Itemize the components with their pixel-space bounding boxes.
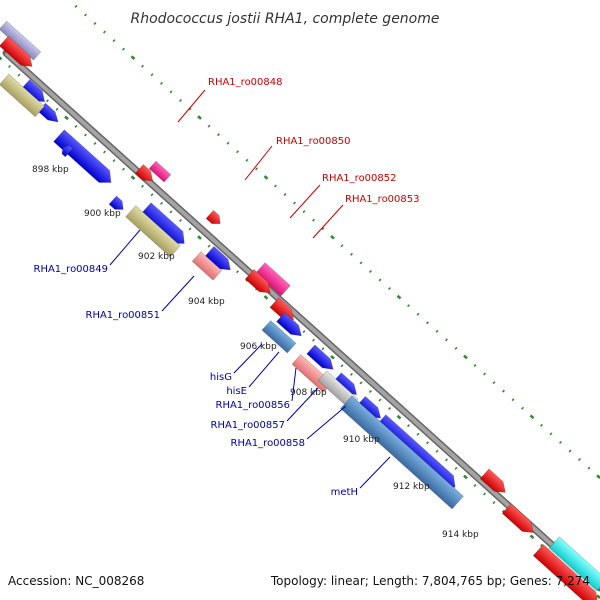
reverse-gene-label[interactable]: RHA1_ro00849	[34, 264, 109, 275]
label-leader-line	[289, 184, 321, 219]
reverse-gene-label[interactable]: RHA1_ro00857	[211, 420, 286, 431]
gene-ro00851-pink[interactable]	[191, 251, 223, 281]
gene-top-left-red[interactable]	[0, 35, 36, 71]
label-leader-line	[161, 275, 195, 312]
gene-top-left-lavender[interactable]	[0, 20, 42, 61]
label-leader-line	[306, 405, 347, 440]
gene-ro00853-red[interactable]	[244, 268, 275, 297]
reverse-gene-label[interactable]: metH	[331, 487, 358, 498]
gene-blue-g[interactable]	[276, 312, 306, 341]
gene-red-a[interactable]	[134, 164, 156, 186]
gene-red-c[interactable]	[479, 468, 510, 497]
gene-red-e[interactable]	[532, 544, 600, 600]
topology-text: Topology: linear; Length: 7,804,765 bp; …	[270, 574, 590, 588]
genome-backbone	[2, 49, 600, 592]
gene-blue-f[interactable]	[204, 245, 235, 274]
gene-labels: RHA1_ro00848RHA1_ro00850RHA1_ro00852RHA1…	[34, 77, 420, 498]
tick-label: 898 kbp	[32, 165, 69, 175]
tick-label: 912 kbp	[393, 482, 430, 492]
label-leader-line	[286, 387, 319, 422]
label-leader-line	[109, 229, 141, 266]
gene-blue-c[interactable]	[53, 129, 117, 189]
gene-olive-a[interactable]	[0, 73, 45, 118]
gene-blue-d[interactable]	[108, 195, 127, 214]
reverse-gene-label[interactable]: RHA1_ro00856	[216, 400, 291, 411]
dot-track-upper	[64, 0, 600, 479]
map-title: Rhodococcus jostii RHA1, complete genome	[130, 11, 439, 27]
gene-hisG-steel[interactable]	[261, 320, 297, 354]
label-leader-line	[312, 204, 344, 239]
tick-label: 900 kbp	[84, 209, 121, 219]
label-leader-line	[177, 89, 206, 123]
tick-label: 908 kbp	[290, 388, 327, 398]
reverse-gene-label[interactable]: RHA1_ro00858	[231, 438, 306, 449]
label-leader-line	[248, 351, 280, 388]
tick-label: 910 kbp	[343, 435, 380, 445]
forward-gene-label[interactable]: RHA1_ro00848	[208, 77, 283, 88]
accession-text: Accession: NC_008268	[8, 574, 144, 588]
gene-olive-b[interactable]	[125, 205, 181, 258]
forward-gene-label[interactable]: RHA1_ro00850	[276, 136, 351, 147]
gene-red-d[interactable]	[501, 503, 537, 538]
gene-features[interactable]	[0, 20, 600, 600]
reverse-gene-label[interactable]: RHA1_ro00851	[86, 310, 161, 321]
gene-ro00848-magenta[interactable]	[148, 160, 172, 183]
label-leader-line	[359, 456, 391, 489]
reverse-gene-label[interactable]: hisG	[210, 372, 232, 383]
gene-blue-small[interactable]	[59, 143, 74, 158]
gene-cyan[interactable]	[548, 536, 600, 592]
label-leader-line	[244, 145, 273, 181]
forward-gene-label[interactable]: RHA1_ro00852	[322, 173, 397, 184]
label-leader-line	[291, 367, 297, 402]
reverse-gene-label[interactable]: hisE	[226, 386, 247, 397]
tick-label: 902 kbp	[138, 252, 175, 262]
label-leader-line	[233, 343, 263, 374]
tick-label: 904 kbp	[188, 297, 225, 307]
gene-ro00850-red[interactable]	[205, 209, 224, 228]
gene-metH-steel[interactable]	[340, 395, 464, 510]
gene-ro00852-magenta[interactable]	[255, 262, 291, 297]
gene-blue-h[interactable]	[306, 344, 337, 374]
forward-gene-label[interactable]: RHA1_ro00853	[345, 194, 420, 205]
tick-label: 914 kbp	[442, 530, 479, 540]
